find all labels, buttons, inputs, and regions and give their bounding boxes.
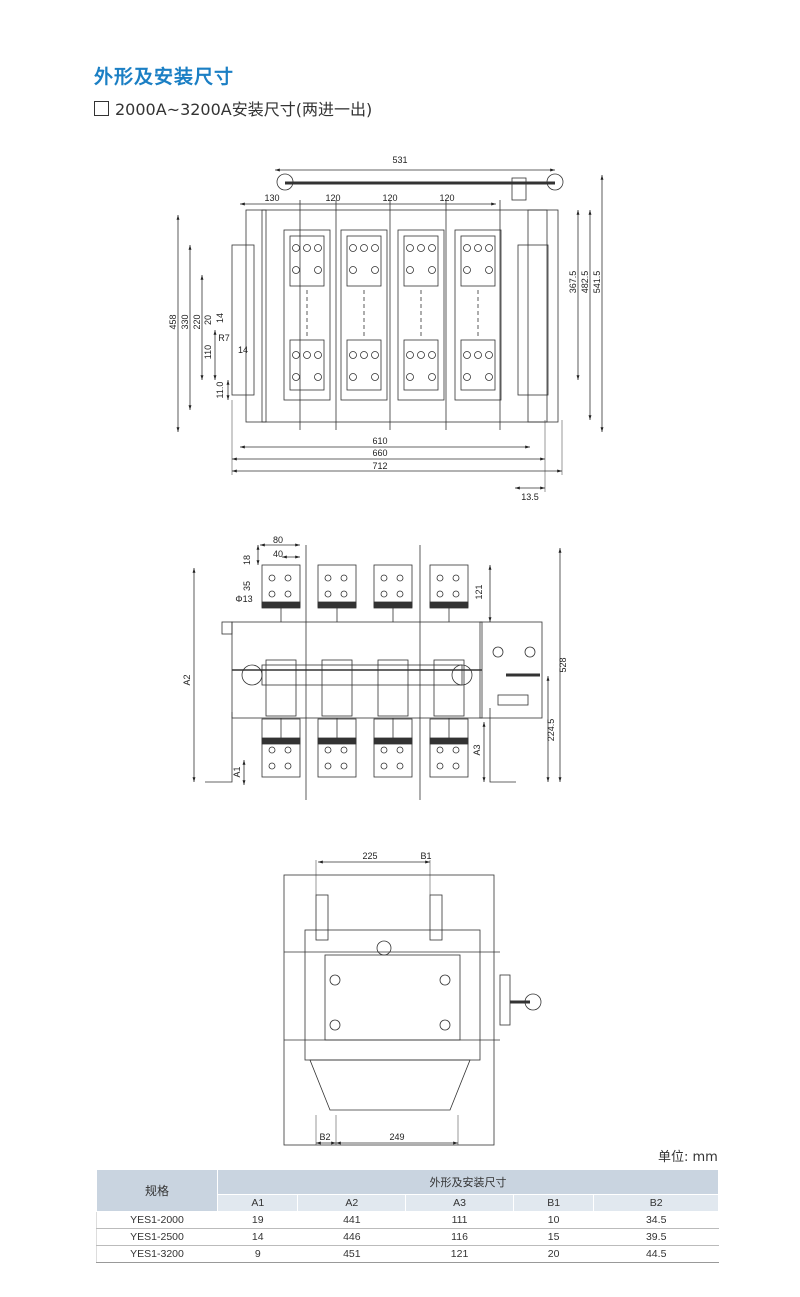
dim-label: 120 <box>325 193 340 203</box>
model-cell: YES1-3200 <box>96 1245 218 1263</box>
table-cell: 121 <box>405 1245 514 1263</box>
front-view <box>192 543 562 800</box>
top-view <box>176 168 604 492</box>
dim-label: 121 <box>474 584 484 599</box>
side-view-labels: 225 B1 B2 249 <box>319 851 431 1142</box>
dim-label: B1 <box>420 851 431 861</box>
table-row: YES1-2500 14 446 116 15 39.5 <box>96 1228 719 1246</box>
table-cell: 34.5 <box>593 1211 719 1229</box>
column-header: B1 <box>512 1194 595 1212</box>
section-subtitle: 2000A~3200A安装尺寸(两进一出) <box>94 96 372 120</box>
dim-label: 110 <box>203 345 213 359</box>
dim-label: 528 <box>558 657 568 672</box>
table-row: YES1-2000 19 441 111 10 34.5 <box>96 1211 719 1229</box>
column-header: A2 <box>297 1194 407 1212</box>
dim-label: 660 <box>372 448 387 458</box>
table-cell: 446 <box>297 1228 407 1246</box>
column-header: A1 <box>216 1194 299 1212</box>
dim-label: 482.5 <box>580 271 590 294</box>
table-cell: 20 <box>512 1245 595 1263</box>
dim-label: A1 <box>232 766 242 777</box>
dim-label: 18 <box>242 555 252 565</box>
checkbox-icon <box>94 100 109 116</box>
dim-label: 225 <box>362 851 377 861</box>
dim-label: B2 <box>319 1132 330 1142</box>
dim-label: A2 <box>182 674 192 685</box>
table-cell: 451 <box>297 1245 407 1263</box>
front-view-labels: 80 40 18 35 Φ13 121 A2 A1 A3 528 224.5 <box>182 535 568 778</box>
dim-label: 541.5 <box>592 271 602 294</box>
dim-label: 220 <box>192 314 202 329</box>
page-title: 外形及安装尺寸 <box>94 66 235 88</box>
table-cell: 19 <box>216 1211 299 1229</box>
table-cell: 15 <box>512 1228 595 1246</box>
top-view-labels: 531 130 120 120 120 458 330 220 20 14 R7… <box>168 155 602 502</box>
table-corner-header: 规格 <box>96 1169 218 1212</box>
model-cell: YES1-2500 <box>96 1228 218 1246</box>
table-cell: 441 <box>297 1211 407 1229</box>
dim-label: 120 <box>439 193 454 203</box>
dim-label: 610 <box>372 436 387 446</box>
dim-label: 458 <box>168 314 178 329</box>
table-cell: 10 <box>512 1211 595 1229</box>
unit-label: 单位: mm <box>658 1150 718 1165</box>
dim-label: Φ13 <box>235 594 252 604</box>
dim-label: 531 <box>392 155 407 165</box>
dim-label: R7 <box>218 333 230 343</box>
column-header: A3 <box>405 1194 514 1212</box>
dim-label: 330 <box>180 314 190 329</box>
dim-label: A3 <box>472 744 482 755</box>
dim-label: 13.5 <box>521 492 539 502</box>
table-group-header: 外形及安装尺寸 <box>217 1169 719 1195</box>
dim-label: 120 <box>382 193 397 203</box>
dim-label: 14 <box>215 313 225 323</box>
column-header: B2 <box>593 1194 719 1212</box>
side-view <box>283 860 542 1146</box>
table-cell: 111 <box>405 1211 514 1229</box>
dim-label: 712 <box>372 461 387 471</box>
dim-label: 35 <box>242 581 252 591</box>
table-cell: 116 <box>405 1228 514 1246</box>
dim-label: 80 <box>273 535 283 545</box>
dim-label: 367.5 <box>568 271 578 294</box>
dimension-table: 规格 外形及安装尺寸 A1 A2 A3 B1 B2 YES1-2000 19 4… <box>96 1169 719 1263</box>
dim-label: 249 <box>389 1132 404 1142</box>
table-cell: 9 <box>216 1245 299 1263</box>
subtitle-text: 2000A~3200A安装尺寸(两进一出) <box>115 100 373 119</box>
dim-label: 14 <box>238 345 248 355</box>
dim-label: 20 <box>203 315 213 325</box>
dim-label: 130 <box>264 193 279 203</box>
table-cell: 39.5 <box>593 1228 719 1246</box>
table-cell: 14 <box>216 1228 299 1246</box>
dim-label: 224.5 <box>546 719 556 742</box>
model-cell: YES1-2000 <box>96 1211 218 1229</box>
table-cell: 44.5 <box>593 1245 719 1263</box>
dim-label: 40 <box>273 549 283 559</box>
table-row: YES1-3200 9 451 121 20 44.5 <box>96 1245 719 1263</box>
dim-label: 11.0 <box>215 382 225 399</box>
